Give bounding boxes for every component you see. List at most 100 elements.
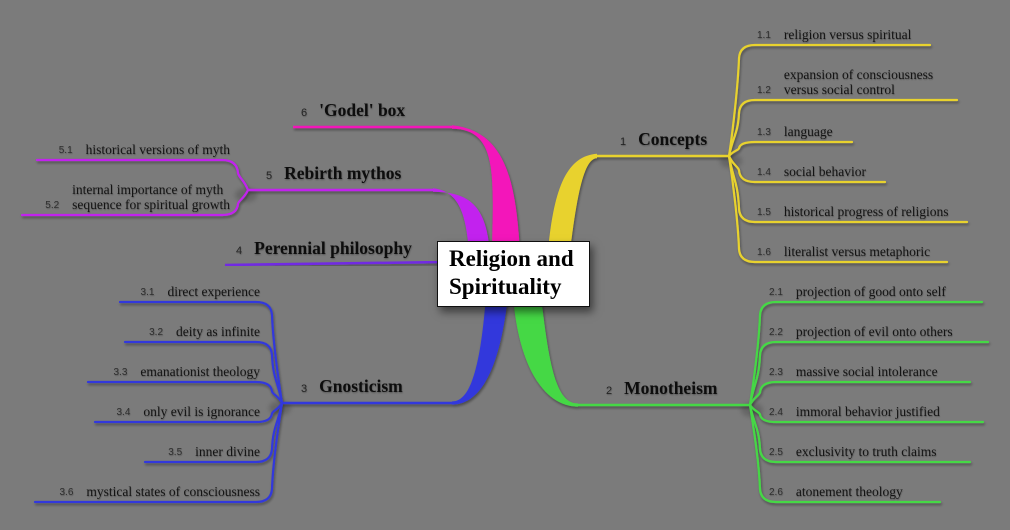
subtopic-text-line: expansion of consciousness: [783, 67, 934, 82]
subtopic-text-line: literalist versus metaphoric: [783, 244, 931, 259]
subtopic-number: 3.5: [168, 447, 183, 458]
branch-concepts-links: [548, 43, 969, 264]
subtopic-number: 2.2: [769, 327, 783, 338]
concepts-item-connector: [727, 154, 887, 184]
subtopic-text-line: immoral behavior justified: [795, 404, 940, 419]
branch-node-rebirth[interactable]: 5 Rebirth mythos: [266, 164, 401, 183]
branch-label-text: 'Godel' box: [319, 100, 406, 120]
subtopic-number: 3.6: [59, 487, 74, 498]
branch-number: 6: [301, 107, 308, 119]
concepts-item-connector: [727, 98, 959, 158]
monotheism-item-connector: [748, 380, 972, 407]
subtopic-text-line: versus social control: [783, 82, 895, 97]
subtopic-text-line: only evil is ignorance: [143, 404, 260, 419]
subtopic-text-line: sequence for spiritual growth: [72, 197, 230, 212]
branch-number: 3: [301, 383, 308, 395]
monotheism-item-connector: [748, 300, 984, 407]
subtopic-text: emanationist theology: [140, 364, 260, 379]
gnosticism-item-connector: [123, 340, 284, 405]
rebirth-item-connector: [35, 158, 250, 192]
subtopic-text: deity as infinite: [176, 324, 260, 339]
concepts-ribbon: [548, 153, 597, 252]
subtopic-text-line: social behavior: [783, 164, 867, 179]
subtopic-text: atonement theology: [796, 484, 903, 499]
subtopic-text-line: exclusivity to truth claims: [795, 444, 937, 459]
branch-godel-links: [293, 125, 520, 252]
subtopic-number: 5.2: [45, 200, 60, 211]
concepts-item-connector: [727, 140, 854, 158]
subtopic-text: historical versions of myth: [86, 142, 230, 157]
subtopic-node-3-1[interactable]: 3.1 direct experience: [141, 284, 260, 299]
monotheism-item-connector: [748, 403, 942, 504]
subtopic-node-3-5[interactable]: 3.5 inner divine: [168, 444, 260, 459]
subtopic-number: 2.1: [769, 287, 783, 298]
subtopic-number: 3.1: [140, 287, 155, 298]
gnosticism-item-connector: [93, 401, 284, 424]
subtopic-number: 3.3: [113, 367, 128, 378]
subtopic-node-1-6[interactable]: 1.6 literalist versus metaphoric: [757, 244, 930, 259]
concepts-item-connector: [727, 43, 932, 158]
subtopic-text: exclusivity to truth claims: [796, 444, 937, 459]
perennial-branch-line: [224, 260, 445, 267]
subtopic-text-line: religion versus spiritual: [783, 27, 912, 42]
subtopic-number: 2.5: [769, 447, 783, 458]
subtopic-text-line: deity as infinite: [176, 324, 260, 339]
subtopic-number: 2.6: [769, 487, 783, 498]
branch-label-text: Rebirth mythos: [284, 163, 402, 183]
branch-node-godel[interactable]: 6 'Godel' box: [301, 101, 405, 120]
branch-number: 5: [266, 170, 273, 182]
subtopic-text: direct experience: [167, 284, 260, 299]
subtopic-node-2-1[interactable]: 2.1 projection of good onto self: [769, 284, 946, 299]
subtopic-node-2-5[interactable]: 2.5 exclusivity to truth claims: [769, 444, 937, 459]
subtopic-node-3-3[interactable]: 3.3 emanationist theology: [113, 364, 260, 379]
branch-label-text: Monotheism: [624, 378, 718, 398]
branch-label-text: Perennial philosophy: [254, 238, 412, 258]
subtopic-text-line: historical versions of myth: [85, 142, 230, 157]
subtopic-text-line: mystical states of consciousness: [86, 484, 260, 499]
subtopic-node-2-6[interactable]: 2.6 atonement theology: [769, 484, 903, 499]
monotheism-item-connector: [748, 403, 972, 464]
subtopic-node-1-4[interactable]: 1.4 social behavior: [757, 164, 866, 179]
subtopic-text: language: [784, 124, 833, 139]
rebirth-item-connector: [20, 188, 250, 217]
subtopic-text: projection of good onto self: [796, 284, 946, 299]
subtopic-number: 1.5: [757, 207, 771, 218]
subtopic-text-line: historical progress of religions: [783, 204, 949, 219]
subtopic-node-2-3[interactable]: 2.3 massive social intolerance: [769, 364, 938, 379]
branch-perennial-links: [224, 260, 445, 267]
subtopic-number: 2.3: [769, 367, 783, 378]
subtopic-number: 1.6: [757, 247, 771, 258]
branch-rebirth-links: [20, 158, 490, 252]
central-topic-node[interactable]: Religion and Spirituality: [437, 241, 590, 307]
subtopic-node-1-5[interactable]: 1.5 historical progress of religions: [757, 204, 949, 219]
subtopic-text-line: projection of good onto self: [795, 284, 946, 299]
branch-label-text: Gnosticism: [319, 376, 403, 396]
subtopic-text: mystical states of consciousness: [86, 484, 260, 499]
subtopic-text-line: direct experience: [167, 284, 260, 299]
subtopic-text: only evil is ignorance: [143, 404, 260, 419]
subtopic-node-3-6[interactable]: 3.6 mystical states of consciousness: [59, 484, 260, 499]
monotheism-item-connector: [748, 340, 990, 407]
subtopic-number: 1.4: [757, 167, 771, 178]
subtopic-text: social behavior: [784, 164, 866, 179]
gnosticism-ribbon: [452, 296, 508, 405]
subtopic-text: inner divine: [195, 444, 260, 459]
subtopic-text-line: massive social intolerance: [795, 364, 938, 379]
branch-monotheism-links: [513, 296, 990, 504]
concepts-item-connector: [727, 154, 969, 224]
branch-node-gnosticism[interactable]: 3 Gnosticism: [301, 377, 403, 396]
subtopic-text-line: inner divine: [195, 444, 260, 459]
